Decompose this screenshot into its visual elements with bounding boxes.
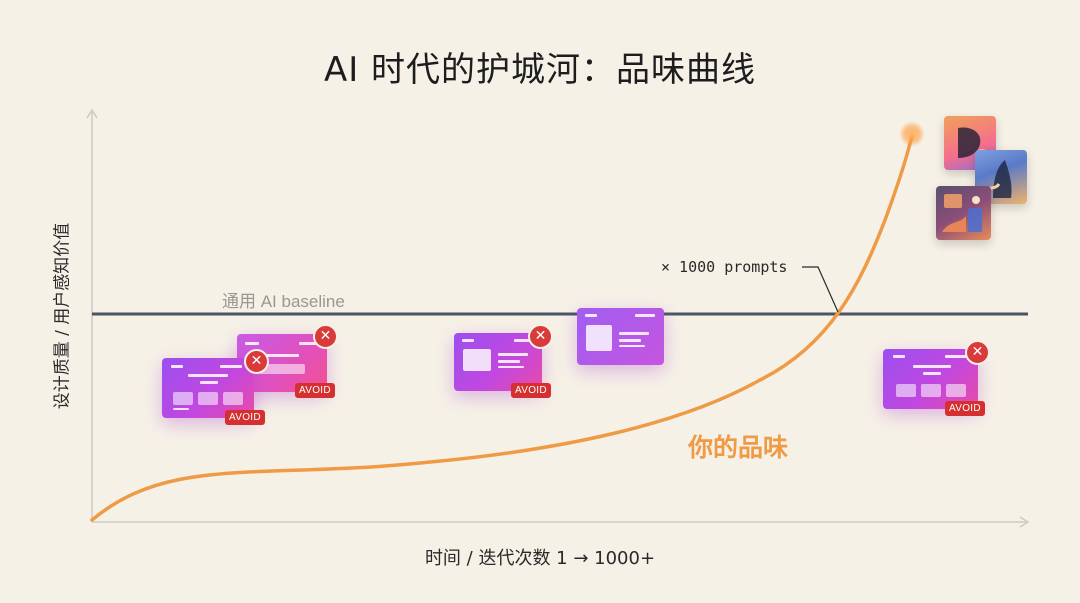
- x-axis-label: 时间 / 迭代次数 1 → 1000+: [424, 548, 656, 569]
- art-tile: [936, 186, 991, 240]
- avoid-badge: AVOID: [511, 383, 551, 398]
- art-tile: [975, 150, 1027, 204]
- taste-curve: [90, 134, 914, 522]
- close-icon: ✕: [965, 340, 990, 365]
- avoid-badge: AVOID: [225, 410, 265, 425]
- y-axis-label: 设计质量 / 用户感知价值: [52, 222, 73, 410]
- website-mockup: [162, 358, 254, 418]
- close-icon: ✕: [528, 324, 553, 349]
- y-axis-arrow: [86, 108, 98, 119]
- website-mockup: [454, 333, 542, 391]
- avoid-badge: AVOID: [945, 401, 985, 416]
- close-icon: ✕: [313, 324, 338, 349]
- close-icon: ✕: [244, 349, 269, 374]
- page-title: AI 时代的护城河：品味曲线: [323, 50, 757, 90]
- baseline-label: 通用 AI baseline: [222, 292, 345, 311]
- website-mockup: [883, 349, 978, 409]
- curve-end-glow: [899, 121, 925, 147]
- avoid-badge: AVOID: [295, 383, 335, 398]
- prompts-leader: [802, 266, 839, 313]
- prompts-annotation: × 1000 prompts: [661, 258, 788, 276]
- x-axis-arrow: [1019, 516, 1030, 528]
- taste-curve-label: 你的品味: [688, 433, 789, 462]
- website-mockup: [577, 308, 664, 365]
